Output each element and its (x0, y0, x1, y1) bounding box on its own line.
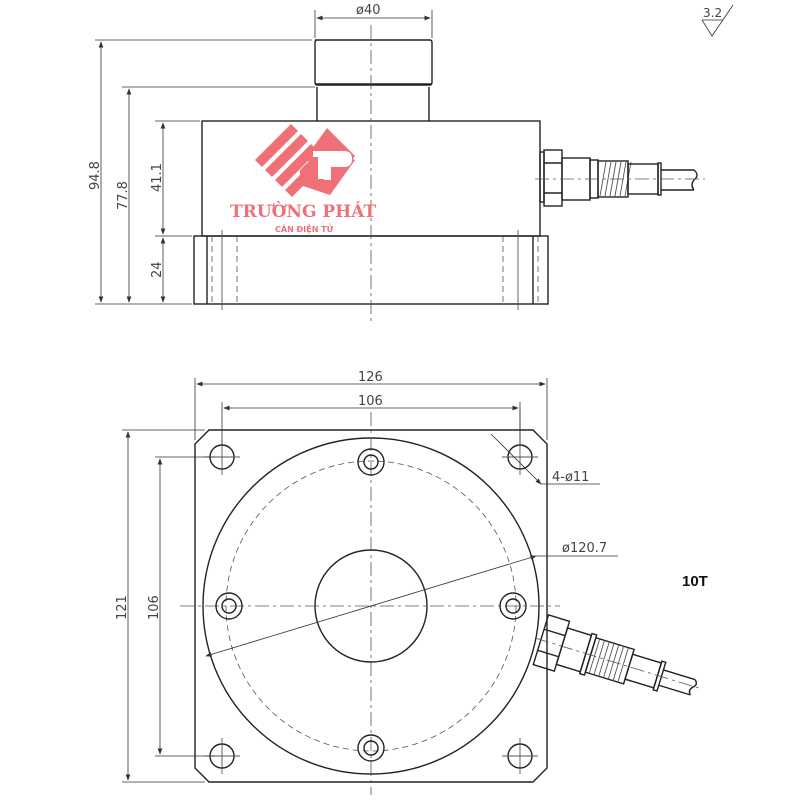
top-view: 126 106 121 106 4-ø11 ø120.7 (115, 370, 703, 795)
dim-height-to-body: 77.8 (116, 181, 131, 210)
dim-outer-width: 126 (358, 370, 383, 385)
watermark-tagline: CÂN ĐIỆN TỬ (275, 222, 334, 234)
side-view: TRƯỜNG PHÁT CÂN ĐIỆN TỬ ø40 3.2 94.8 77.… (88, 3, 734, 325)
dim-base-height: 24 (150, 261, 165, 278)
watermark-logo: TRƯỜNG PHÁT CÂN ĐIỆN TỬ (230, 124, 376, 234)
dim-top-diameter: ø40 (356, 3, 381, 18)
dim-body-height: 41.1 (150, 163, 165, 192)
surface-finish-symbol: 3.2 (701, 4, 734, 37)
dim-outer-height: 121 (115, 595, 130, 620)
dim-body-diameter: ø120.7 (562, 541, 607, 556)
watermark-brand: TRƯỜNG PHÁT (230, 201, 376, 222)
dim-hole-spacing-horizontal: 106 (358, 394, 383, 409)
cable-connector-side (535, 149, 705, 207)
model-label: 10T (682, 573, 708, 590)
dim-mounting-holes: 4-ø11 (552, 470, 589, 485)
dim-total-height: 94.8 (88, 161, 103, 190)
dim-hole-spacing-vertical: 106 (147, 595, 162, 620)
cable-connector-top (532, 614, 703, 696)
surface-finish-value: 3.2 (703, 6, 722, 20)
